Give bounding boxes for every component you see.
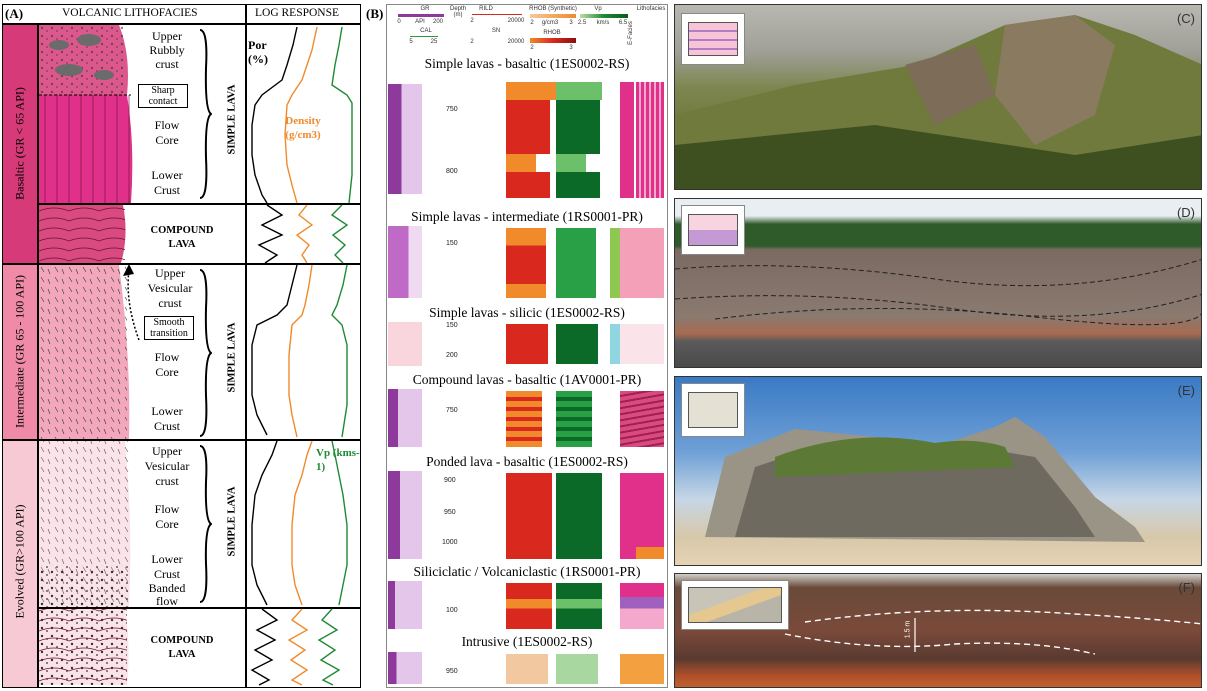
photo-d-label: (D): [1176, 205, 1195, 220]
panel-b-label: (B): [366, 6, 384, 21]
section-4-log: 750: [388, 389, 666, 449]
section-3-log: 150 200: [388, 322, 666, 368]
photo-e-cliff: (E): [674, 376, 1202, 566]
rhob-syn-header: RHOB (Synthetic): [529, 6, 577, 12]
section-7-title: Intrusive (1ES0002-RS): [461, 634, 593, 649]
block-diagram-c: [681, 13, 745, 65]
por-label: Por (%): [248, 38, 268, 66]
section-2-log: 150: [388, 226, 666, 302]
i-simple-lava-label: SIMPLE LAVA: [226, 322, 238, 393]
e-banded-label: Banded flow: [148, 581, 186, 608]
efacies-header: E-Facies: [628, 21, 634, 45]
e-brace: [199, 445, 212, 603]
e-compound-lava-label: COMPOUND LAVA: [150, 635, 214, 660]
i-flow-label: Flow Core: [154, 350, 180, 379]
evolved-group-label: Evolved (GR>100 API): [12, 504, 27, 619]
density-label: Density (g/cm3): [285, 115, 321, 141]
gr-header: GR: [420, 6, 430, 12]
section-1-log: 750 800: [388, 74, 666, 204]
b-upper-label: Upper Rubbly crust: [149, 29, 185, 71]
section-7-log: 950: [388, 652, 666, 686]
photo-f-label: (F): [1178, 580, 1195, 595]
depth-header: Depth (m): [449, 6, 466, 18]
evolved-band: [2, 440, 38, 688]
section-4-title: Compound lavas - basaltic (1AV0001-PR): [412, 372, 642, 387]
sharp-contact-label: Sharp contact: [148, 85, 178, 107]
smooth-transition-box: Smooth transition: [144, 316, 194, 340]
rhob-header: RHOB: [543, 30, 561, 36]
section-6-log: 100: [388, 581, 666, 631]
lithology-column-drawing: [39, 25, 133, 685]
smooth-transition-arrow: [123, 264, 140, 341]
cal-header: CAL: [420, 28, 432, 34]
photo-c-canyon: (C): [674, 4, 1202, 190]
intermediate-band: [2, 264, 38, 440]
i-upper-label: Upper Vesicular crust: [147, 266, 193, 310]
b-lower-label: Lower Crust: [151, 168, 183, 197]
log-header: GR 0 API 200 CAL 5 25 Depth (m) RILD 2 2…: [388, 6, 666, 54]
photo-c-label: (C): [1176, 11, 1195, 26]
section-1-title: Simple lavas - basaltic (1ES0002-RS): [424, 56, 630, 71]
b-simple-lava-label: SIMPLE LAVA: [226, 84, 238, 155]
b-flow-label: Flow Core: [154, 118, 180, 147]
panel-a-label: (A): [5, 6, 24, 21]
e-simple-lava-label: SIMPLE LAVA: [226, 486, 238, 557]
log-curves: [250, 26, 353, 686]
block-diagram-d: [681, 205, 745, 255]
block-diagram-f: [681, 580, 789, 630]
photo-d-roadcut: (D): [674, 198, 1202, 368]
section-6-title: Siliciclatic / Volcaniclastic (1RS0001-P…: [413, 564, 641, 579]
scale-label: 1.5 m: [904, 620, 912, 639]
smooth-transition-label: Smooth transition: [150, 317, 188, 339]
photo-e-label: (E): [1177, 383, 1195, 398]
section-5-log: 900 950 1000: [388, 471, 666, 561]
sn-header: SN: [491, 28, 501, 34]
vp-label: Vp (kms-1): [316, 447, 360, 473]
i-lower-label: Lower Crust: [151, 404, 183, 433]
i-brace: [199, 269, 212, 437]
panel-b: (B) GR 0 API 200 CAL 5 25 Depth (m) RILD…: [364, 4, 670, 688]
vp-header: Vp: [594, 6, 602, 12]
lithofacies-header: VOLCANIC LITHOFACIES: [62, 7, 198, 19]
photo-f-outcrop: 1.5 m (F): [674, 573, 1202, 688]
e-upper-label: Upper Vesicular crust: [144, 444, 190, 488]
log-response-header: LOG RESPONSE: [255, 7, 340, 19]
b-brace: [199, 29, 212, 199]
section-3-title: Simple lavas - silicic (1ES0002-RS): [429, 305, 625, 320]
rild-header: RILD: [479, 6, 493, 12]
basaltic-group-label: Basaltic (GR < 65 API): [12, 87, 27, 200]
basaltic-band: [2, 24, 38, 264]
b-compound-lava-label: COMPOUND LAVA: [150, 225, 214, 250]
panel-a: (A) VOLCANIC LITHOFACIES LOG RESPONSE Ba…: [2, 4, 362, 688]
intermediate-group-label: Intermediate (GR 65 - 100 API): [12, 275, 27, 428]
e-lower-label: Lower Crust: [151, 552, 183, 581]
section-5-title: Ponded lava - basaltic (1ES0002-RS): [426, 454, 628, 469]
e-flow-label: Flow Core: [154, 502, 180, 531]
section-2-title: Simple lavas - intermediate (1RS0001-PR): [411, 209, 643, 224]
lithofacies-col-header: Lithofacies: [636, 6, 666, 12]
block-diagram-e: [681, 383, 745, 437]
sharp-contact-box: Sharp contact: [138, 84, 188, 108]
